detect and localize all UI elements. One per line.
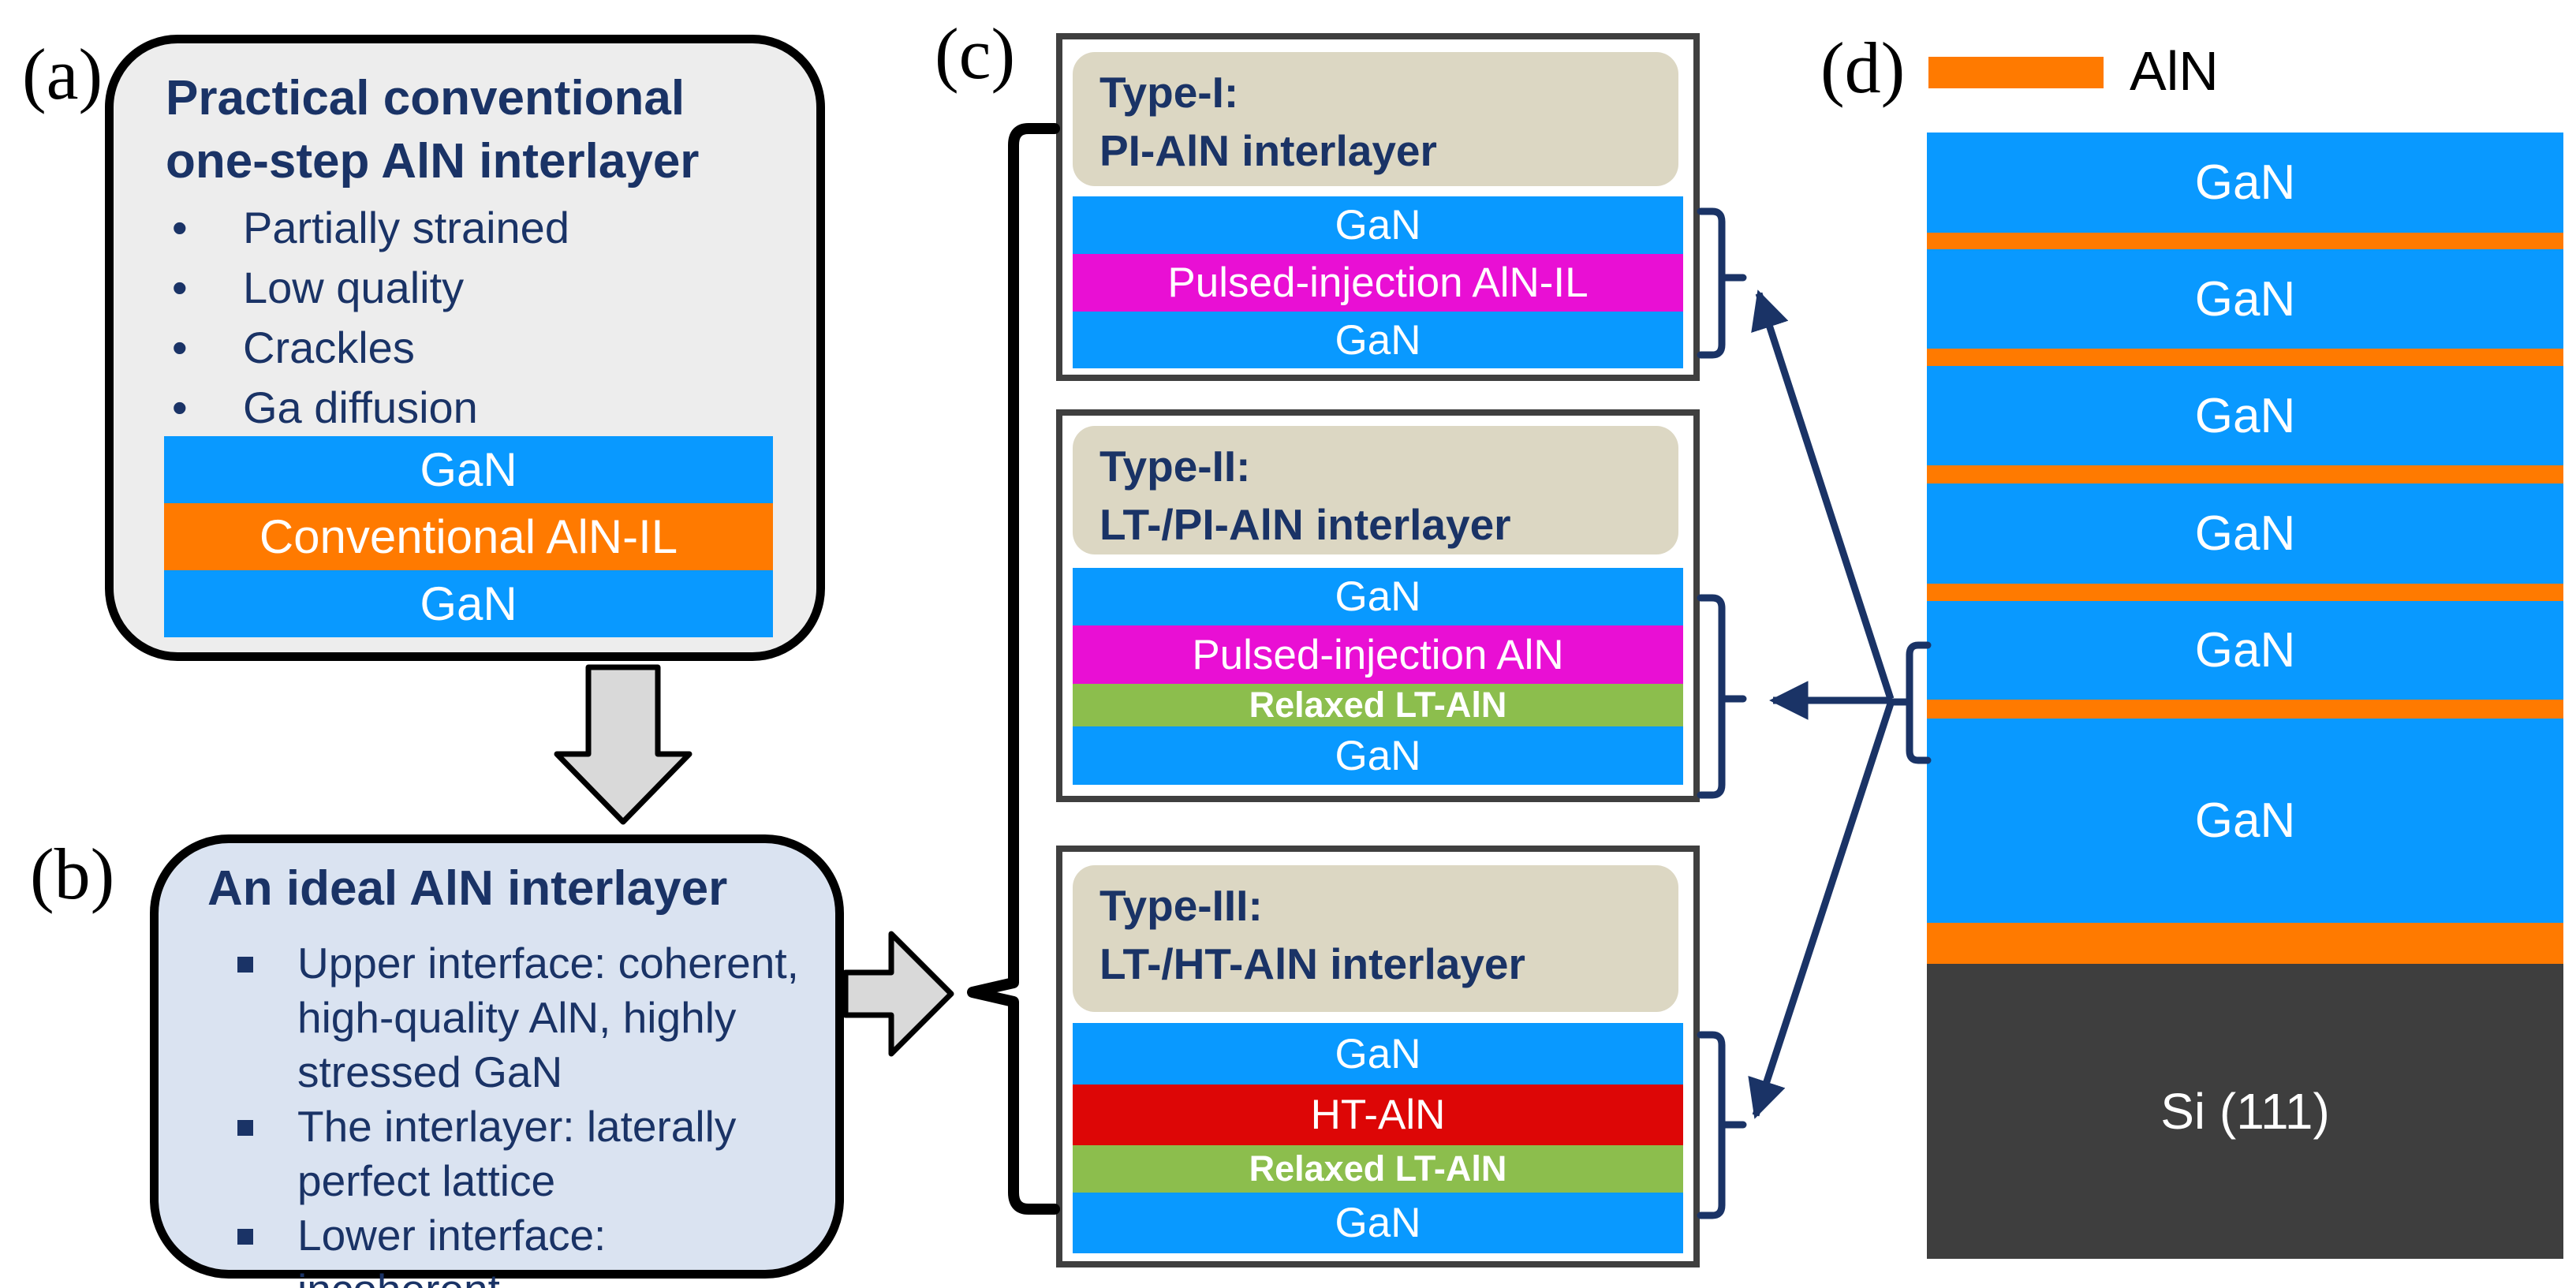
panel-b: An ideal AlN interlayer Upper interface:…	[150, 834, 844, 1288]
d-layer-si-substrate: Si (111)	[1927, 964, 2563, 1259]
bullet-item: Upper interface: coherent, high-quality …	[237, 936, 805, 1099]
type2-box: Type-II: LT-/PI-AlN interlayer GaN Pulse…	[1056, 409, 1700, 802]
bullet-item: • Ga diffusion	[172, 378, 478, 438]
d-layer-gan-5: GaN	[1927, 601, 2563, 700]
layer-gan-lower: GaN	[164, 570, 773, 637]
bullet-text: Low quality	[243, 263, 465, 312]
panel-b-letter: (b)	[30, 834, 115, 914]
square-bullet-icon	[237, 957, 253, 973]
c-brace-icon	[967, 123, 1060, 1215]
bullet-text: Partially strained	[243, 203, 569, 252]
panel-a-letter: (a)	[22, 34, 103, 114]
bullet-item: The interlayer: laterally perfect lattic…	[237, 1099, 805, 1208]
d-layer-aln-5	[1927, 700, 2563, 719]
bullet-dot: •	[172, 203, 188, 252]
d-layer-gan-2: GaN	[1927, 249, 2563, 349]
bullet-dot: •	[172, 263, 188, 312]
bullet-item: • Partially strained	[172, 198, 569, 258]
d-aln-bracket-icon	[1887, 641, 1932, 764]
d-layer-gan-4: GaN	[1927, 483, 2563, 584]
type3-layer-gan-lower: GaN	[1073, 1193, 1683, 1253]
right-block-arrow-icon	[842, 931, 954, 1057]
type1-bracket-icon	[1697, 207, 1747, 359]
type3-layer-gan-upper: GaN	[1073, 1023, 1683, 1085]
square-bullet-icon	[237, 1229, 253, 1245]
d-layer-aln-4	[1927, 584, 2563, 601]
type2-layer-gan-upper: GaN	[1073, 568, 1683, 625]
panel-b-title: An ideal AlN interlayer	[207, 861, 728, 916]
down-block-arrow-icon	[554, 664, 693, 825]
type2-layer-lt-aln: Relaxed LT-AlN	[1073, 684, 1683, 726]
type1-layer-gan-upper: GaN	[1073, 196, 1683, 254]
bullet-text: The interlayer: laterally perfect lattic…	[297, 1102, 737, 1205]
bullet-text: Lower interface: incoherent, completely …	[297, 1211, 607, 1288]
arrow-to-type1-icon	[1751, 289, 1895, 700]
type1-layer-pi-aln-il: Pulsed-injection AlN-IL	[1073, 254, 1683, 312]
d-layer-aln-2	[1927, 349, 2563, 366]
arrow-to-type3-icon	[1748, 702, 1895, 1119]
type3-bracket-icon	[1697, 1031, 1747, 1219]
d-layer-gan-3: GaN	[1927, 366, 2563, 465]
d-layer-aln-1	[1927, 233, 2563, 249]
bullet-item: • Low quality	[172, 258, 464, 318]
type2-layer-pi-aln: Pulsed-injection AlN	[1073, 625, 1683, 684]
panel-a-title: Practical conventional one-step AlN inte…	[166, 71, 700, 189]
type2-bracket-icon	[1697, 594, 1747, 799]
type3-box: Type-III: LT-/HT-AlN interlayer GaN HT-A…	[1056, 846, 1700, 1267]
bullet-dot: •	[172, 383, 188, 432]
type3-layer-ht-aln: HT-AlN	[1073, 1085, 1683, 1145]
d-layer-aln-3	[1927, 465, 2563, 483]
panel-c-letter: (c)	[935, 13, 1016, 94]
type3-layer-lt-aln: Relaxed LT-AlN	[1073, 1145, 1683, 1193]
panel-a: Practical conventional one-step AlN inte…	[105, 35, 825, 661]
type3-header: Type-III: LT-/HT-AlN interlayer	[1073, 865, 1678, 1012]
type1-layer-gan-lower: GaN	[1073, 312, 1683, 368]
d-layer-gan-6: GaN	[1927, 719, 2563, 923]
type1-box: Type-I: PI-AlN interlayer GaN Pulsed-inj…	[1056, 33, 1700, 381]
aln-legend-label: AlN	[2130, 40, 2219, 102]
bullet-item: Lower interface: incoherent, completely …	[237, 1208, 805, 1288]
type1-header: Type-I: PI-AlN interlayer	[1073, 52, 1678, 186]
d-layer-aln-buffer	[1927, 923, 2563, 964]
bullet-dot: •	[172, 323, 188, 372]
type2-header: Type-II: LT-/PI-AlN interlayer	[1073, 426, 1678, 554]
layer-conventional-aln: Conventional AlN-IL	[164, 503, 773, 570]
panel-d-letter: (d)	[1820, 28, 1906, 108]
bullet-text: Ga diffusion	[243, 383, 478, 432]
panel-d-stack: GaN GaN GaN GaN GaN GaN Si (111)	[1927, 133, 2563, 1259]
bullet-text: Crackles	[243, 323, 415, 372]
d-layer-gan-1: GaN	[1927, 133, 2563, 233]
aln-legend-swatch	[1928, 57, 2104, 88]
square-bullet-icon	[237, 1120, 253, 1136]
layer-gan-upper: GaN	[164, 436, 773, 503]
bullet-text: Upper interface: coherent, high-quality …	[297, 939, 799, 1096]
type2-layer-gan-lower: GaN	[1073, 726, 1683, 785]
panel-b-bullets: Upper interface: coherent, high-quality …	[237, 936, 805, 1288]
bullet-item: • Crackles	[172, 318, 415, 378]
